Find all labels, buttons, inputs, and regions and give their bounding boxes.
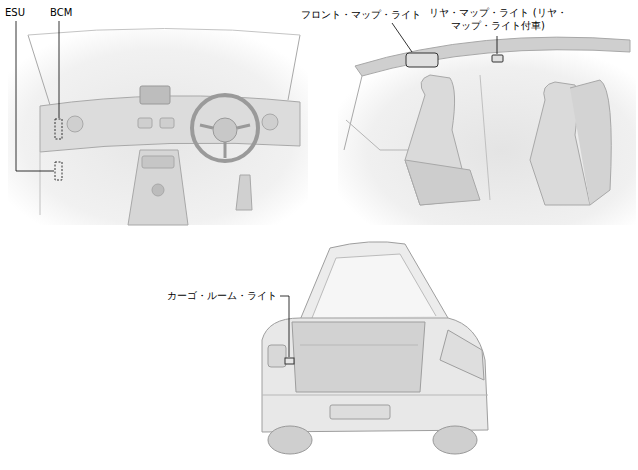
- leader-line: [392, 23, 412, 52]
- part-label: ESU: [4, 6, 26, 19]
- part-label: フロント・マップ・ライト: [300, 8, 422, 21]
- hatchback-illustration: [262, 242, 488, 454]
- interior-illustration: [338, 37, 636, 225]
- part-label: BCM: [49, 6, 73, 19]
- dashboard-illustration: [8, 29, 308, 226]
- leader-line: [280, 296, 289, 357]
- leader-line: [497, 36, 498, 54]
- leader-line: [16, 21, 54, 171]
- leader-line: [59, 21, 60, 118]
- leader-lines: [16, 21, 497, 357]
- part-label: カーゴ・ルーム・ライト: [166, 289, 278, 302]
- part-label: リヤ・マップ・ライト (リヤ・マップ・ライト付車): [427, 6, 569, 32]
